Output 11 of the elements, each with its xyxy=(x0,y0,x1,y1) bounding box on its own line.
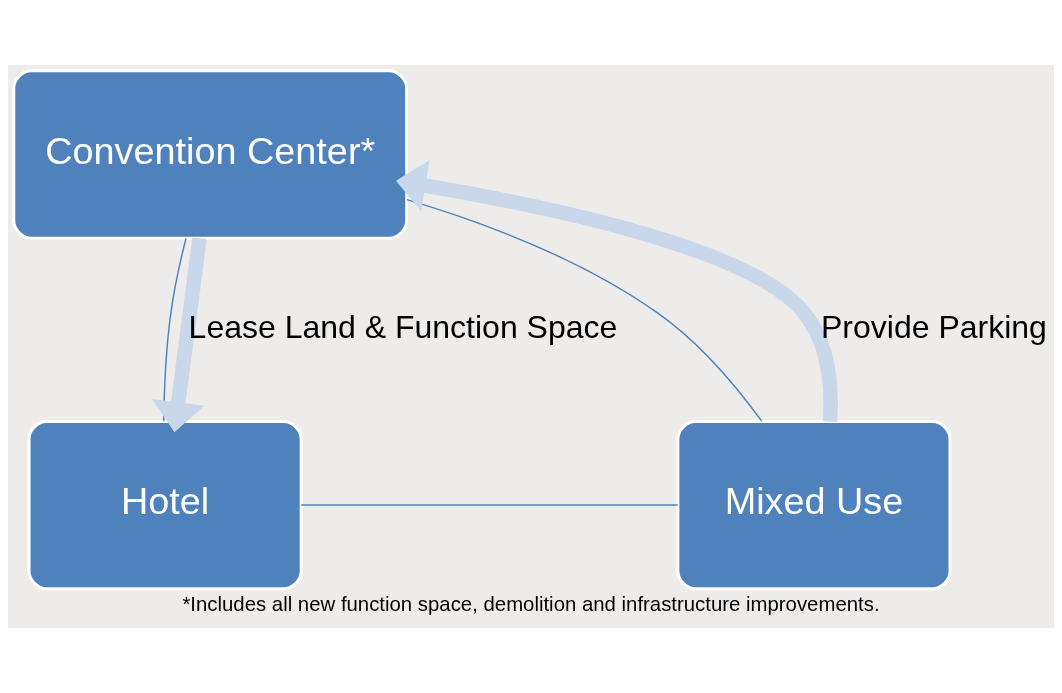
connector xyxy=(163,237,187,423)
arrow xyxy=(152,237,207,433)
node-box: Hotel xyxy=(27,419,303,591)
node-box: Mixed Use xyxy=(676,419,952,591)
caption: *Includes all new function space, demolition and infrastructure improvements. xyxy=(182,592,880,615)
node-box: Convention Center* xyxy=(12,69,409,240)
edge-label: Provide Parking xyxy=(821,308,1047,345)
arrow xyxy=(395,159,838,422)
connector xyxy=(300,504,679,506)
edge-label: Lease Land & Function Space xyxy=(188,308,618,345)
connector xyxy=(406,198,763,422)
